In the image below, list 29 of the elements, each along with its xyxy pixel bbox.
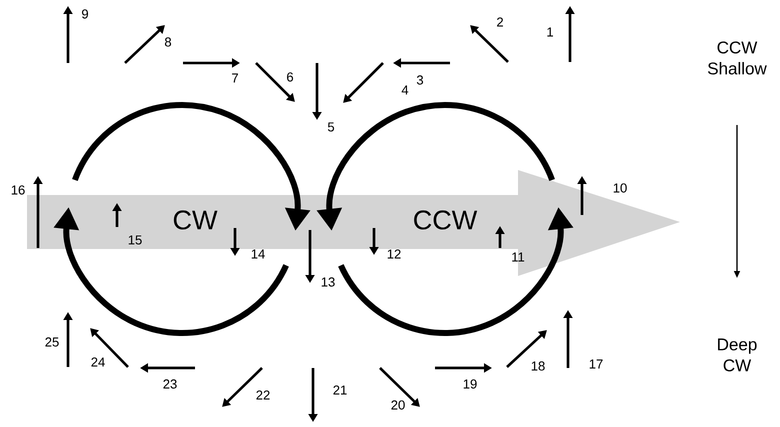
arrow-number: 22 <box>256 390 270 400</box>
arrow-number: 14 <box>252 250 265 258</box>
arrow-number: 8 <box>164 37 172 47</box>
arrow-number: 7 <box>232 74 238 82</box>
arrow-number: 2 <box>497 17 503 27</box>
rotation-label: CW <box>174 210 218 230</box>
arrow-number: 23 <box>163 379 177 389</box>
arrow-number: 19 <box>464 379 477 389</box>
arrow-number: 17 <box>590 360 603 368</box>
arrow-number: 6 <box>287 72 294 82</box>
arrow-number: 16 <box>12 185 25 195</box>
arrow-number: 11 <box>512 252 524 262</box>
arrow-number: 10 <box>614 183 627 193</box>
arrow-number: 25 <box>45 337 59 347</box>
arrow-number: 18 <box>532 361 545 371</box>
arrow-number: 5 <box>328 122 334 132</box>
depth-label: CCW Shallow <box>708 41 767 74</box>
arrow-number: 21 <box>333 385 347 395</box>
arrow-number: 24 <box>91 357 105 367</box>
arrow-number: 12 <box>388 249 401 259</box>
arrow-number: 15 <box>128 235 142 245</box>
arrow-number: 20 <box>391 400 405 410</box>
arrow-number: 9 <box>82 9 88 19</box>
arrow-number: 4 <box>402 86 408 94</box>
arrow-number: 13 <box>322 277 335 287</box>
arrow-number: 3 <box>416 75 424 85</box>
arrow-number: 1 <box>547 28 553 36</box>
depth-label: Deep CW <box>718 338 757 372</box>
rotation-label: CCW <box>414 210 478 230</box>
